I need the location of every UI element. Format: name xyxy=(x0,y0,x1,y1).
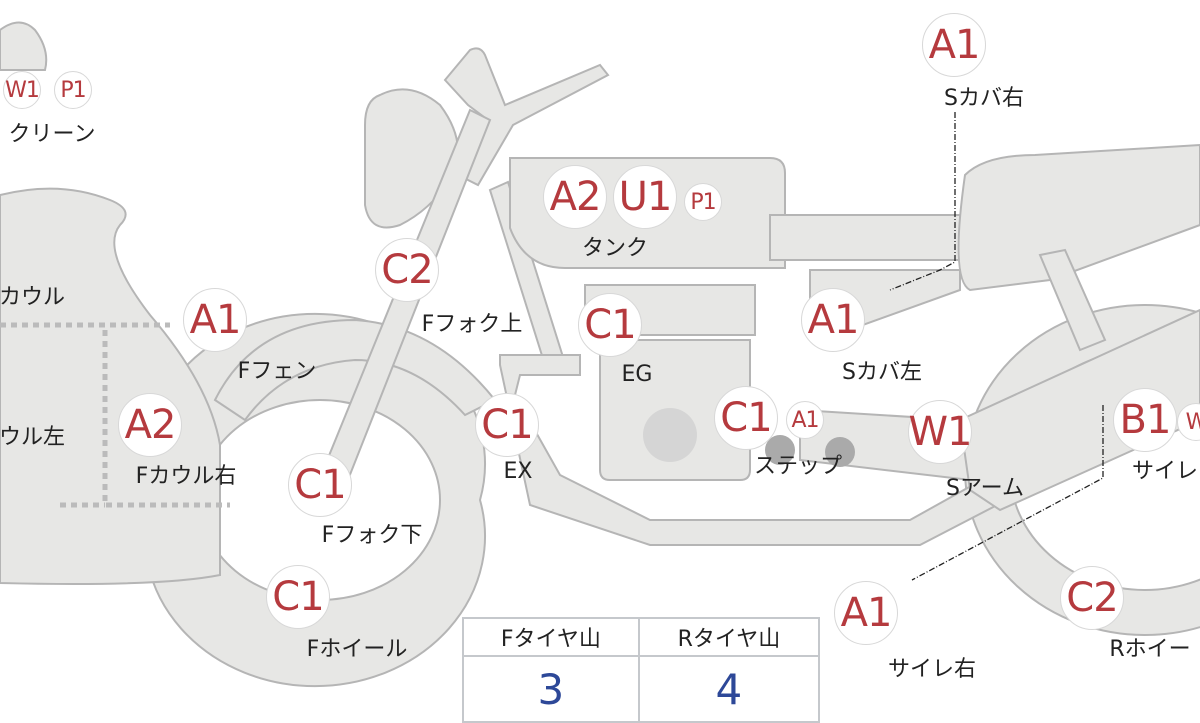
marker-r-wheel: C2 xyxy=(1060,566,1124,630)
marker-f-fender: A1 xyxy=(183,288,247,352)
marker-engine: C1 xyxy=(578,293,642,357)
label-engine: EG xyxy=(621,362,653,387)
step-peg xyxy=(825,437,855,467)
label-f-cowl-right: Fカウル右 xyxy=(135,464,237,489)
step-peg xyxy=(765,435,795,465)
marker-tank-p1: P1 xyxy=(684,183,722,221)
marker-s-cover-left: A1 xyxy=(801,288,865,352)
marker-tank-u1: U1 xyxy=(613,165,677,229)
label-r-wheel: Rホイー xyxy=(1109,637,1191,662)
value-front-tire: 3 xyxy=(462,655,640,723)
seat-frame xyxy=(769,214,961,261)
tire-tread-table: Fタイヤ山 Rタイヤ山 3 4 xyxy=(462,617,821,723)
label-cowl: カウル xyxy=(0,285,66,310)
label-silencer-right: サイレ右 xyxy=(887,657,977,682)
marker-silencer-b1: B1 xyxy=(1113,388,1177,452)
marker-exhaust: C1 xyxy=(475,393,539,457)
marker-step-a1: A1 xyxy=(786,401,824,439)
marker-screen-w1: W1 xyxy=(3,71,41,109)
label-f-wheel: Fホイール xyxy=(306,637,408,662)
marker-f-wheel: C1 xyxy=(266,565,330,629)
label-exhaust: EX xyxy=(503,459,533,484)
engine-cover xyxy=(643,408,697,462)
label-swing-arm: Sアーム xyxy=(946,476,1024,501)
seat xyxy=(957,143,1200,292)
marker-screen-p1: P1 xyxy=(54,71,92,109)
cowl-divider xyxy=(0,322,230,508)
front-cowl xyxy=(0,187,221,585)
rear-shock xyxy=(1038,248,1107,352)
header-rear-tire: Rタイヤ山 xyxy=(637,617,821,657)
label-tank: タンク xyxy=(581,236,649,261)
label-step: ステップ xyxy=(753,454,843,479)
marker-f-cowl-right: A2 xyxy=(118,393,182,457)
label-cowl-left: ウル左 xyxy=(0,425,66,450)
value-rear-tire: 4 xyxy=(637,655,821,723)
marker-step-c1: C1 xyxy=(714,386,778,450)
leader-line xyxy=(889,112,956,291)
leader-line xyxy=(911,405,1104,581)
marker-tank-a2: A2 xyxy=(543,165,607,229)
marker-silencer-right: A1 xyxy=(834,581,898,645)
marker-silencer-w: W xyxy=(1177,403,1200,441)
label-f-fork-upper: Fフォク上 xyxy=(421,312,523,337)
screen-shape xyxy=(0,21,48,71)
label-f-fender: Fフェン xyxy=(237,359,317,384)
label-silencer: サイレ xyxy=(1131,459,1199,484)
label-s-cover-right: Sカバ右 xyxy=(944,86,1024,111)
label-s-cover-left: Sカバ左 xyxy=(842,360,922,385)
header-front-tire: Fタイヤ山 xyxy=(462,617,640,657)
marker-s-cover-right: A1 xyxy=(922,13,986,77)
marker-f-fork-upper: C2 xyxy=(375,238,439,302)
label-screen: クリーン xyxy=(8,122,96,147)
marker-f-fork-lower: C1 xyxy=(288,453,352,517)
silencer xyxy=(958,308,1200,512)
marker-swing-arm: W1 xyxy=(908,400,973,464)
label-f-fork-lower: Fフォク下 xyxy=(321,523,423,548)
